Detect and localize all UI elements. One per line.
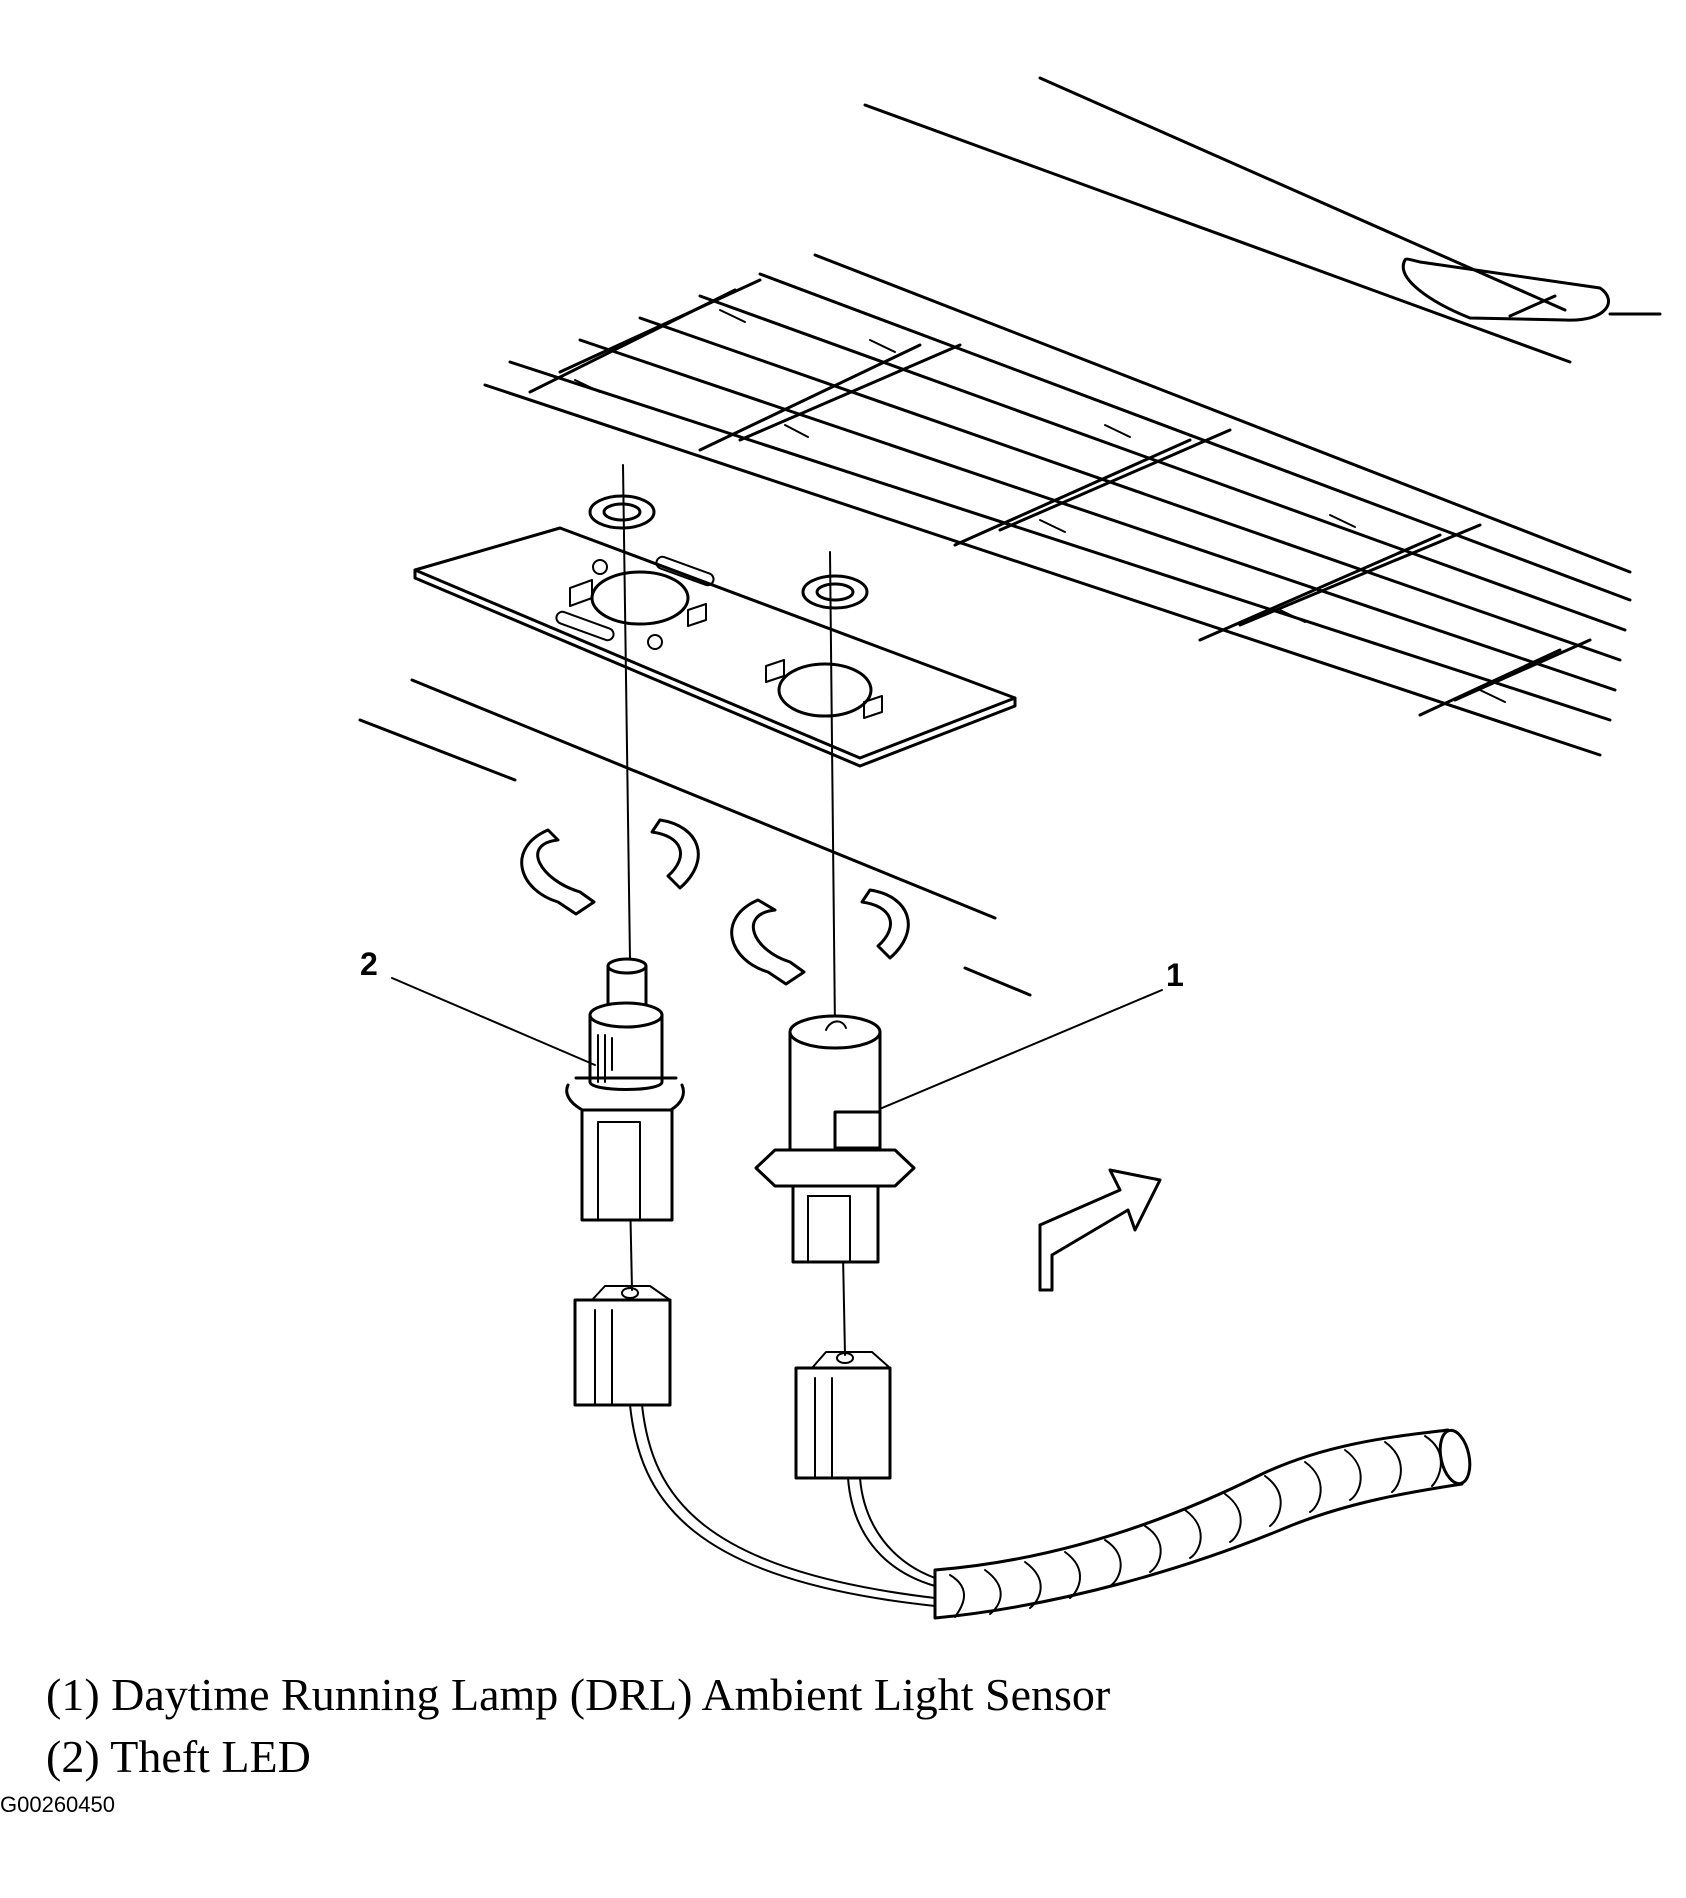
- callout-number-1: 1: [1166, 957, 1184, 993]
- legend-item-1: (1) Daytime Running Lamp (DRL) Ambient L…: [46, 1669, 1111, 1720]
- callout-number-2: 2: [360, 946, 378, 982]
- dashboard-edge: [863, 76, 1662, 364]
- theft-led: [565, 957, 685, 1222]
- theft-led-connector: [573, 1285, 672, 1407]
- rotation-arrow-left: [520, 818, 700, 916]
- grille-openings: [588, 494, 869, 610]
- mounting-plate: [413, 526, 1017, 768]
- forward-direction-arrow: [1038, 1168, 1162, 1292]
- legend-item-2: (2) Theft LED: [46, 1731, 311, 1782]
- dash-surface-lines: [358, 678, 1032, 997]
- wiring-harness: [629, 1404, 1472, 1620]
- callout-1-leader: [881, 989, 1163, 1109]
- drl-sensor-connector: [794, 1351, 892, 1480]
- callout-2-leader: [391, 977, 596, 1066]
- figure-id: G00260450: [0, 1792, 115, 1817]
- drl-ambient-light-sensor: [754, 1014, 916, 1264]
- rotation-arrow-right: [730, 888, 910, 986]
- defroster-grille: [483, 253, 1632, 757]
